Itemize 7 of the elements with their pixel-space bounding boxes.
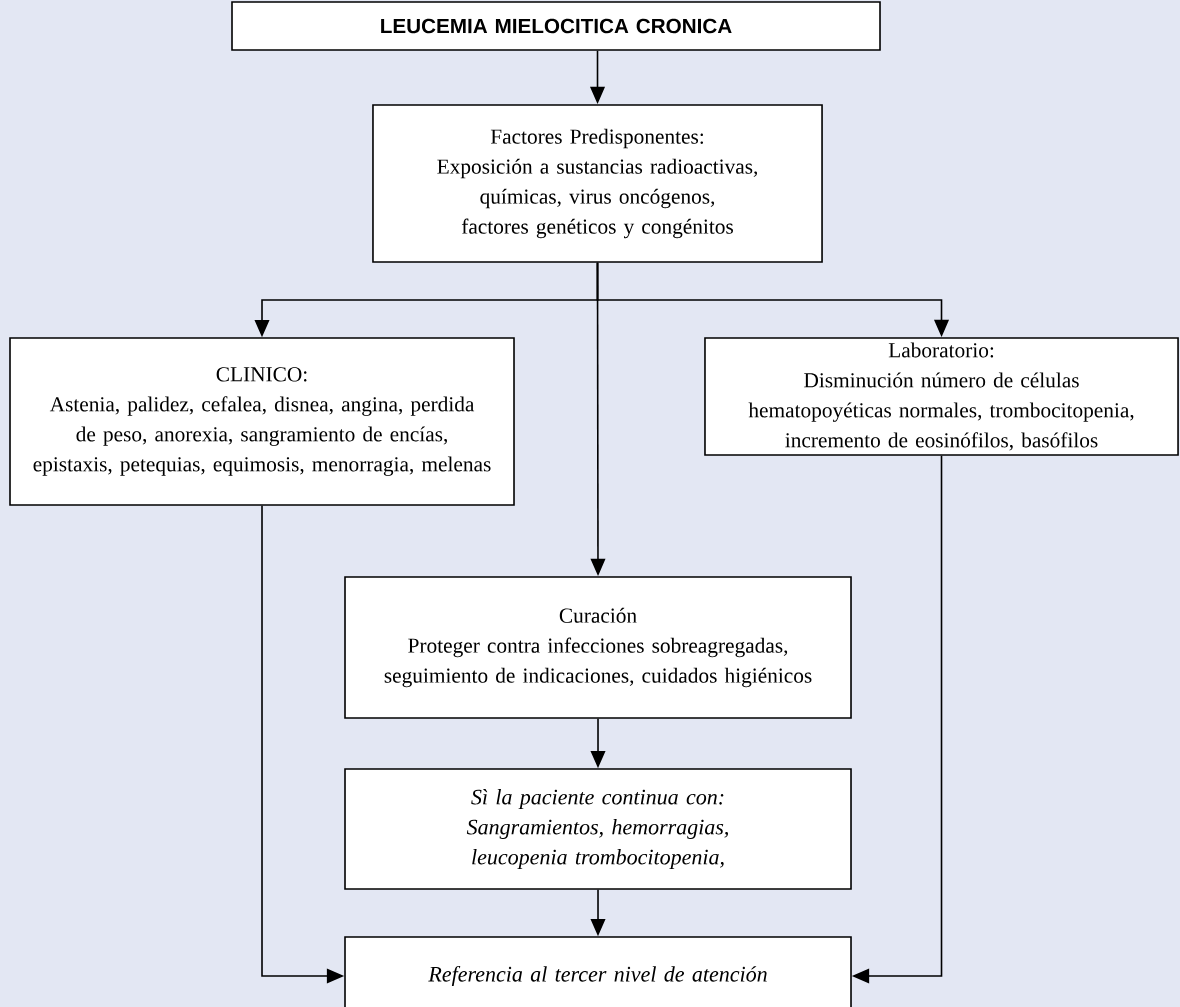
process-box: Referencia al tercer nivel de atención xyxy=(344,936,852,1007)
process-box: CLINICO: Astenia, palidez, cefalea, disnea, angina, perdida de peso, anorexia, sangramiento de encías, epistaxis, petequias, equimosis, menorragia, melenas xyxy=(9,337,515,506)
title-box: LEUCEMIA MIELOCITICA CRONICA xyxy=(231,1,881,51)
process-box: Curación Proteger contra infecciones sobreagregadas, seguimiento de indicaciones, cuidados higiénicos xyxy=(344,576,852,719)
process-box: Sì la paciente continua con: Sangramientos, hemorragias, leucopenia trombocitopenia, xyxy=(344,768,852,890)
process-box: Laboratorio: Disminución número de células hematopoyéticas normales, trombocitopenia, incremento de eosinófilos, basófilos xyxy=(704,337,1179,456)
process-box: Factores Predisponentes: Exposición a sustancias radioactivas, químicas, virus oncógenos, factores genéticos y congénitos xyxy=(372,104,823,263)
